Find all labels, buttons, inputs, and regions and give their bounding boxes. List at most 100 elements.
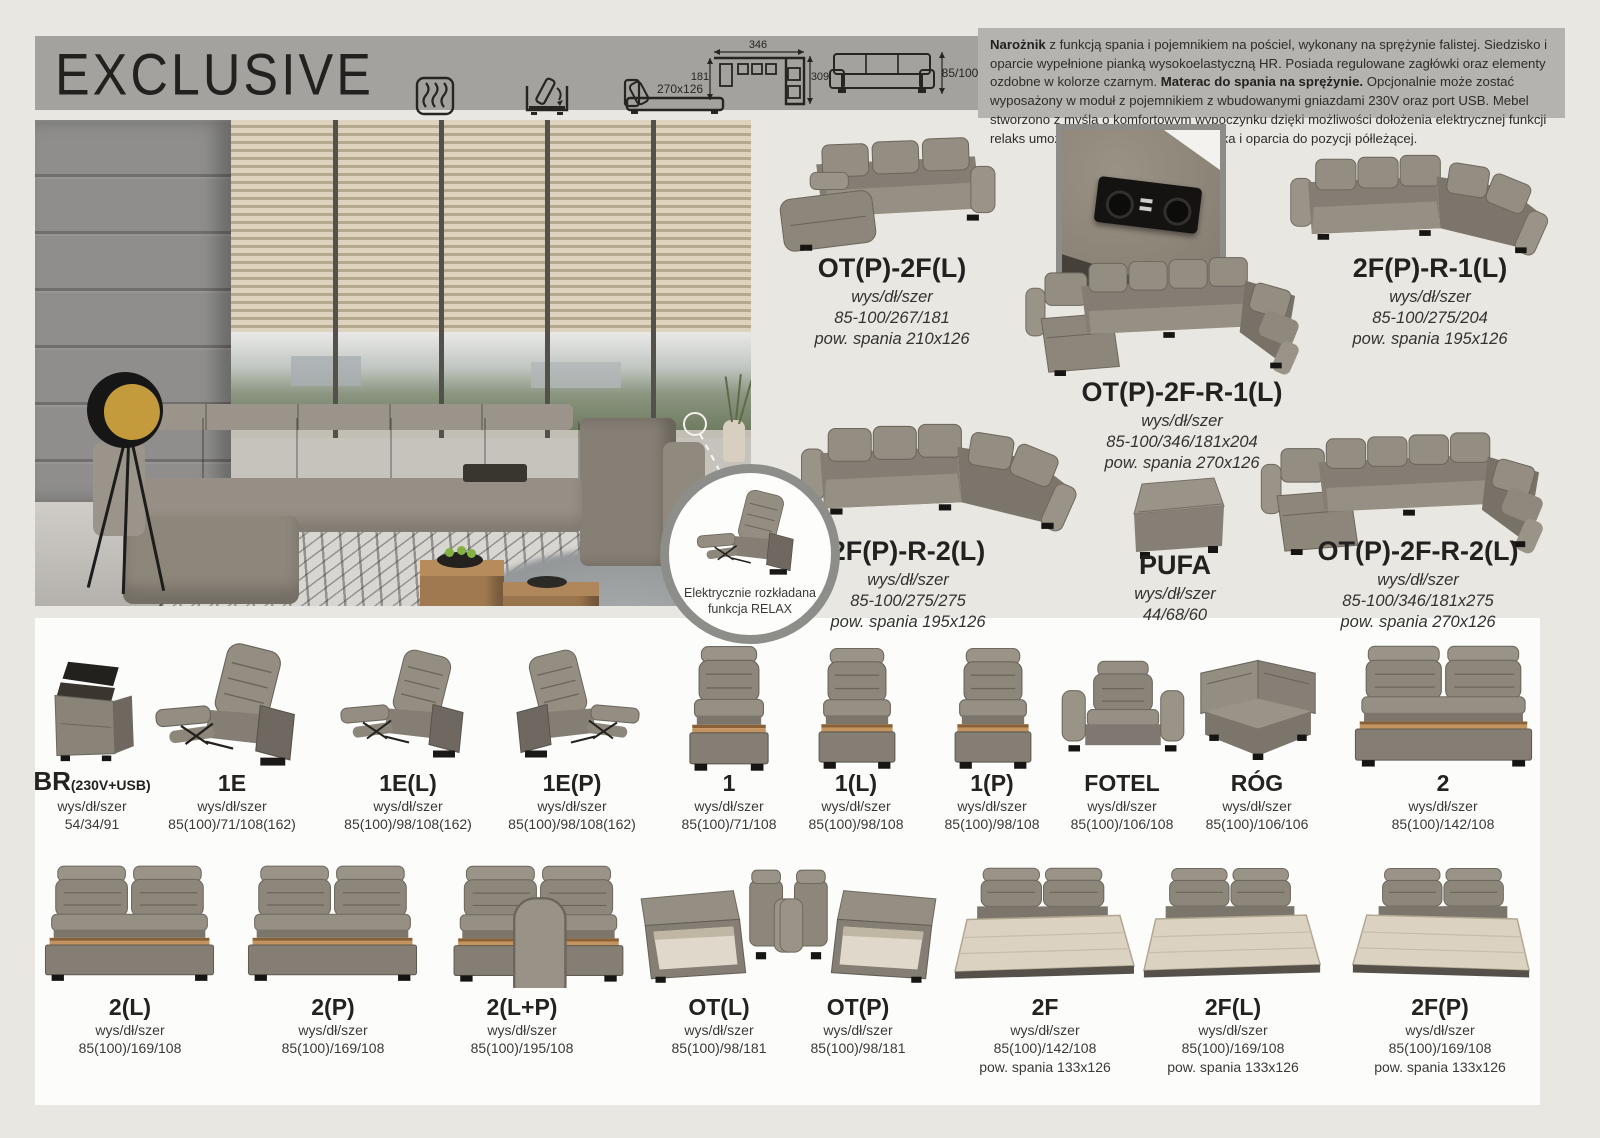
module-graphic-1e: [147, 642, 317, 769]
module-graphic-1el: [320, 642, 496, 767]
dims-label: wys/dł/szer: [1377, 571, 1459, 589]
dims-value: 85(100)/98/108: [808, 816, 904, 833]
module-name: RÓG: [1230, 770, 1284, 796]
module-caption: 1(P) wys/dł/szer 85(100)/98/108: [897, 770, 1087, 834]
module-name: 1: [722, 770, 736, 796]
sleep-value: pow. spania 133x126: [1167, 1058, 1299, 1075]
sleep-value: pow. spania 195x126: [1352, 329, 1508, 348]
module-graphic-2: [1351, 642, 1536, 773]
relax-caption-line2: funkcja RELAX: [707, 601, 793, 616]
module-graphic-rog: [1192, 652, 1324, 760]
fruit-bowl: [437, 546, 483, 568]
dims-label: wys/dł/szer: [1087, 798, 1157, 814]
dims-value: 85-100/346/181x204: [1106, 432, 1258, 451]
dims-label: wys/dł/szer: [851, 288, 933, 306]
dims-value: 85(100)/106/106: [1205, 816, 1309, 833]
module-name: 2(L+P): [486, 994, 558, 1020]
dims-value: 85(100)/98/108(162): [344, 816, 472, 833]
configuration-name: PUFA: [1138, 550, 1211, 580]
header-band: EXCLUSIVE Sprężyna falista Pojemnik na p…: [35, 36, 978, 137]
dims-value: 85(100)/169/108: [1181, 1040, 1285, 1057]
sofa-br-module: [463, 464, 527, 482]
configuration-name: 2F(P)-R-1(L): [1352, 253, 1508, 283]
dims-value: 85(100)/106/108: [1070, 816, 1174, 833]
module-caption: 2 wys/dł/szer 85(100)/142/108: [1348, 770, 1538, 834]
dims-label: wys/dł/szer: [1389, 288, 1471, 306]
module-graphic-1ep: [484, 642, 660, 767]
module-name-suffix: (230V+USB): [70, 777, 151, 793]
module-name: 2F(L): [1204, 994, 1262, 1020]
hero-photo: OT(P)-2F-R-1-BR-1E(L): [35, 120, 751, 606]
dims-value: 85(100)/169/108: [1388, 1040, 1492, 1057]
module-caption: OT(L) wys/dł/szer 85(100)/98/181: [624, 994, 814, 1058]
module-name: 1(L): [834, 770, 878, 796]
configuration-caption: 2F(P)-R-1(L) wys/dł/szer 85-100/275/204 …: [1310, 253, 1550, 350]
configuration-caption: OT(P)-2F(L) wys/dł/szer 85-100/267/181 p…: [782, 253, 1002, 350]
apple: [467, 549, 476, 558]
module-name: 2: [1436, 770, 1450, 796]
module-name: BR: [33, 766, 71, 796]
dims-value: 85(100)/142/108: [1391, 816, 1495, 833]
window-blinds: [231, 120, 751, 332]
module-graphic-2lp: [417, 862, 627, 988]
module-name: 2(L): [108, 994, 152, 1020]
configuration-name: 2F(P)-R-2(L): [830, 536, 986, 566]
front-view-diagram: 85/100: [829, 52, 978, 94]
light-flare: [1164, 130, 1220, 170]
dims-label: wys/dł/szer: [694, 798, 764, 814]
module-caption: 2F(L) wys/dł/szer 85(100)/169/108 pow. s…: [1138, 994, 1328, 1076]
dims-label: wys/dł/szer: [1141, 412, 1223, 430]
dims-value: 85(100)/98/108: [944, 816, 1040, 833]
sleeping-surface-icon: [623, 78, 725, 114]
module-caption: FOTEL wys/dł/szer 85(100)/106/108: [1027, 770, 1217, 834]
module-caption: 2(L) wys/dł/szer 85(100)/169/108: [35, 994, 225, 1058]
dims-label: wys/dł/szer: [1134, 585, 1216, 603]
dims-label: wys/dł/szer: [1408, 798, 1478, 814]
module-caption: RÓG wys/dł/szer 85(100)/106/106: [1162, 770, 1352, 834]
dims-value: 85(100)/195/108: [470, 1040, 574, 1057]
module-graphic-1p: [934, 644, 1052, 771]
module-caption: 2(L+P) wys/dł/szer 85(100)/195/108: [427, 994, 617, 1058]
dims-value: 85(100)/169/108: [281, 1040, 385, 1057]
module-graphic-2fl: [1133, 864, 1333, 982]
configuration-caption: OT(P)-2F-R-2(L) wys/dł/szer 85-100/346/1…: [1288, 536, 1548, 633]
module-name: OT(L): [688, 994, 750, 1020]
module-caption: 1 wys/dł/szer 85(100)/71/108: [634, 770, 824, 834]
module-graphic-2fp: [1340, 864, 1540, 982]
module-name: 1E(L): [379, 770, 437, 796]
dims-label: wys/dł/szer: [1405, 1022, 1475, 1038]
window-mullion: [651, 120, 656, 438]
window-mullion: [333, 120, 338, 438]
apple: [457, 546, 466, 555]
module-caption: 2(P) wys/dł/szer 85(100)/169/108: [238, 994, 428, 1058]
window-mullion: [439, 120, 444, 438]
dims-value: 44/68/60: [1142, 605, 1208, 624]
module-caption: OT(P) wys/dł/szer 85(100)/98/181: [763, 994, 953, 1058]
module-name: OT(P): [826, 994, 890, 1020]
configuration-caption: OT(P)-2F-R-1(L) wys/dł/szer 85-100/346/1…: [1052, 377, 1312, 474]
wavy-spring-icon: [415, 76, 455, 116]
module-name: FOTEL: [1084, 770, 1160, 796]
sleep-value: pow. spania 195x126: [830, 612, 986, 631]
sleeping-surface-dimension: 270x126: [657, 82, 704, 96]
sofa-graphic-2fp-r2l: [795, 408, 1095, 533]
svg-text:181: 181: [691, 71, 709, 83]
dims-value: 85(100)/71/108: [681, 816, 777, 833]
building-silhouette: [291, 356, 361, 386]
usb-port: [1140, 198, 1153, 204]
module-graphic-1: [683, 642, 775, 773]
dims-value: 85(100)/98/181: [671, 1040, 767, 1057]
configuration-name: OT(P)-2F(L): [817, 253, 967, 283]
sleep-value: pow. spania 133x126: [1374, 1058, 1506, 1075]
vase: [723, 374, 751, 462]
apple: [445, 548, 454, 557]
sofa-graphic-otp-2f-r1l: [1020, 250, 1320, 376]
dims-value: 85-100/267/181: [834, 308, 950, 327]
dims-label: wys/dł/szer: [373, 798, 443, 814]
module-caption: 1E(L) wys/dł/szer 85(100)/98/108(162): [313, 770, 503, 834]
description-bold-1: Narożnik: [990, 37, 1046, 52]
sleep-value: pow. spania 133x126: [979, 1058, 1111, 1075]
sleep-value: pow. spania 270x126: [1104, 453, 1260, 472]
description-bold-2: Materac do spania na sprężynie.: [1160, 74, 1364, 90]
